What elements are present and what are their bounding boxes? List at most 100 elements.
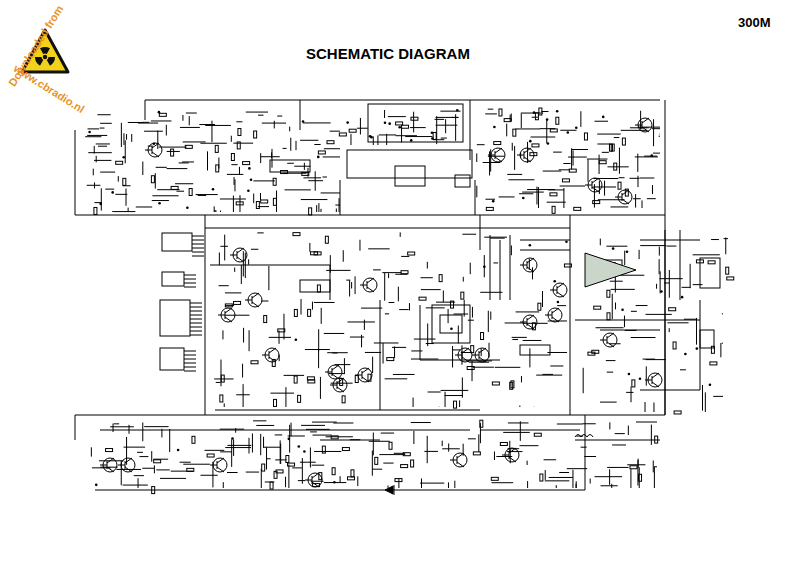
- wire: [557, 305, 566, 306]
- wire: [100, 128, 105, 129]
- junction-dot: [212, 188, 215, 191]
- resistor-symbol: [339, 133, 346, 136]
- wire: [659, 259, 660, 274]
- junction-dot: [317, 156, 320, 159]
- wire: [340, 476, 341, 482]
- wire: [142, 422, 143, 441]
- wire: [653, 402, 654, 412]
- wire: [601, 485, 618, 486]
- wire: [224, 235, 225, 261]
- wire: [647, 198, 656, 199]
- wire: [494, 451, 495, 460]
- wire: [527, 461, 528, 465]
- amplifier-symbol: [585, 253, 636, 287]
- wire: [611, 289, 635, 290]
- wire: [472, 361, 473, 381]
- resistor-symbol: [221, 375, 224, 382]
- wire: [602, 152, 609, 153]
- resistor-symbol: [594, 306, 601, 309]
- wire: [347, 321, 374, 322]
- transistor-symbol: [100, 458, 117, 472]
- resistor-symbol: [307, 377, 314, 380]
- resistor-symbol: [710, 362, 717, 365]
- wire: [665, 100, 666, 415]
- connector-pin: [190, 315, 202, 316]
- wire: [333, 423, 353, 424]
- resistor-symbol: [411, 460, 414, 467]
- junction-dot: [248, 167, 251, 170]
- trefoil-center: [43, 55, 47, 59]
- wire: [542, 374, 553, 375]
- wire: [288, 435, 305, 436]
- wire: [506, 124, 507, 137]
- wire: [713, 396, 723, 397]
- wire: [312, 422, 337, 423]
- wire: [572, 470, 573, 488]
- wire: [690, 264, 691, 288]
- wire: [643, 359, 655, 360]
- wire: [220, 429, 244, 430]
- wire: [606, 246, 627, 247]
- wire: [445, 392, 446, 407]
- junction-dot: [398, 126, 401, 129]
- wire: [315, 171, 316, 191]
- resistor-symbol: [569, 169, 576, 172]
- wire: [318, 203, 319, 212]
- wire: [711, 239, 719, 240]
- wire: [488, 156, 505, 157]
- wire: [113, 211, 135, 212]
- wire: [536, 375, 562, 376]
- wire: [640, 390, 700, 391]
- wire: [234, 268, 235, 272]
- wire: [225, 315, 250, 316]
- wire: [241, 265, 242, 284]
- resistor-symbol: [588, 352, 595, 355]
- transistor-symbol: [305, 473, 322, 487]
- resistor-symbol: [308, 380, 315, 383]
- wire: [196, 194, 218, 195]
- wire: [547, 202, 566, 203]
- wire: [651, 425, 652, 445]
- resistor-symbol: [401, 271, 408, 274]
- connector-pin: [192, 248, 204, 249]
- wire: [599, 181, 600, 194]
- connector-pin: [184, 359, 196, 360]
- wire: [383, 343, 384, 364]
- wire: [227, 174, 243, 175]
- junction-dot: [95, 484, 98, 487]
- wire: [310, 431, 317, 432]
- resistor-symbol: [564, 264, 571, 267]
- wire: [725, 238, 726, 255]
- wire: [610, 281, 623, 282]
- wire: [544, 459, 557, 460]
- wire: [420, 483, 444, 484]
- wire: [445, 119, 446, 133]
- wire: [627, 464, 645, 465]
- wire: [155, 173, 156, 188]
- wire: [145, 100, 146, 120]
- wire: [264, 447, 281, 448]
- trefoil-blade: [35, 57, 43, 66]
- resistor-symbol: [538, 303, 541, 310]
- resistor-symbol: [539, 108, 542, 115]
- resistor-symbol: [552, 206, 555, 213]
- wire: [448, 482, 449, 488]
- junction-dot: [602, 116, 605, 119]
- resistor-symbol: [94, 207, 97, 214]
- junction-dot: [565, 240, 568, 243]
- wire: [702, 385, 703, 411]
- wire: [488, 109, 494, 110]
- wire: [468, 320, 474, 321]
- wire: [290, 138, 291, 151]
- wire: [215, 410, 480, 411]
- wire: [331, 383, 353, 384]
- wire: [587, 159, 608, 160]
- wire: [633, 198, 641, 199]
- resistor-symbol: [396, 122, 403, 125]
- resistor-symbol: [270, 482, 273, 489]
- wire: [576, 484, 577, 488]
- resistor-symbol: [419, 297, 426, 300]
- wire: [253, 180, 274, 181]
- wire: [527, 481, 528, 488]
- wire: [332, 352, 337, 353]
